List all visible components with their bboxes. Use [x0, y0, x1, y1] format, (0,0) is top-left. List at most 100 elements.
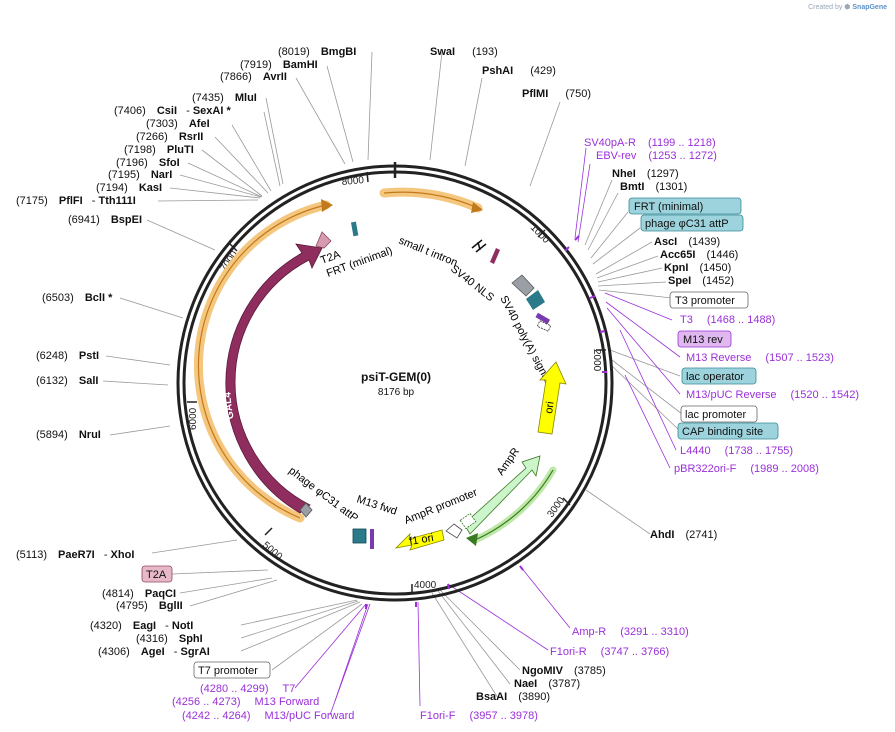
- site-pshai[interactable]: PshAI (429): [482, 65, 556, 77]
- svg-text:M13 rev: M13 rev: [683, 334, 723, 346]
- site-paer7i[interactable]: (5113) PaeR7I - XhoI: [16, 549, 134, 561]
- site-bcli[interactable]: (6503) BclI *: [42, 292, 113, 304]
- site-nari[interactable]: (7195) NarI: [108, 169, 172, 181]
- phage-attp-small-feature[interactable]: [299, 502, 313, 518]
- site-avrii[interactable]: (7866) AvrII: [220, 71, 287, 83]
- site-pflmi[interactable]: PflMI (750): [522, 88, 591, 100]
- site-nhei[interactable]: NheI (1297): [612, 168, 679, 180]
- sv40-polya-teal[interactable]: [526, 290, 545, 310]
- credit-brand: SnapGene: [852, 4, 887, 11]
- site-bsaai[interactable]: BsaAI (3890): [476, 691, 550, 703]
- svg-text:EBV-rev(1253 .. 1272): EBV-rev(1253 .. 1272): [596, 150, 717, 162]
- primer-amp-r[interactable]: Amp-R(3291 .. 3310): [572, 626, 689, 638]
- snapgene-credit: Created by ⬢ SnapGene: [808, 3, 887, 11]
- box-m13-rev[interactable]: M13 rev: [677, 330, 732, 348]
- svg-text:(6132) SalI: (6132) SalI: [36, 375, 98, 387]
- primer-m13puc-reverse[interactable]: M13/pUC Reverse(1520 .. 1542): [686, 389, 859, 401]
- primer-t3[interactable]: T3(1468 .. 1488): [680, 314, 775, 326]
- tick-6000: 6000: [187, 401, 199, 430]
- site-nrui[interactable]: (5894) NruI: [36, 429, 101, 441]
- primer-m13puc-forward[interactable]: (4242 .. 4264)M13/pUC Forward: [182, 710, 354, 722]
- primer-l4440[interactable]: L4440(1738 .. 1755): [680, 445, 793, 457]
- box-lac-promoter[interactable]: lac promoter: [680, 405, 758, 423]
- ampr-promoter-feature[interactable]: [445, 523, 463, 539]
- site-sphi[interactable]: (4316) SphI: [136, 633, 203, 645]
- orf-arc-left-core: [197, 204, 327, 519]
- site-pluti[interactable]: (7198) PluTI: [124, 144, 194, 156]
- svg-text:NheI (1297): NheI (1297): [612, 168, 679, 180]
- site-csii[interactable]: (7406) CsiI - SexAI *: [114, 105, 231, 117]
- primer-t7[interactable]: (4280 .. 4299)T7: [200, 683, 295, 695]
- primer-labels: SV40pA-R(1199 .. 1218) EBV-rev(1253 .. 1…: [172, 137, 859, 722]
- sv40-nls-label: SV40 NLS: [448, 263, 496, 304]
- site-naei[interactable]: NaeI (3787): [514, 678, 580, 690]
- box-lac-operator[interactable]: lac operator: [681, 367, 757, 385]
- site-bmti[interactable]: BmtI (1301): [620, 181, 687, 193]
- svg-text:(7195) NarI: (7195) NarI: [108, 169, 172, 181]
- ampr-label: AmpR: [495, 446, 522, 478]
- svg-text:(4242 .. 4264)M13/pUC Forward: (4242 .. 4264)M13/pUC Forward: [182, 710, 354, 722]
- sv40-polya-hatched[interactable]: [536, 320, 552, 332]
- sv40-polya-feature[interactable]: [511, 274, 535, 297]
- connector-lines: [102, 51, 683, 716]
- site-ahdi[interactable]: AhdI (2741): [650, 529, 717, 541]
- svg-text:(7919) BamHI: (7919) BamHI: [240, 59, 318, 71]
- site-rsrii[interactable]: (7266) RsrII: [136, 131, 203, 143]
- site-eagi[interactable]: (4320) EagI - NotI: [90, 620, 193, 632]
- small-t-intron-marker[interactable]: [471, 239, 487, 253]
- phage-attp-feature[interactable]: [352, 528, 367, 544]
- orf-arc-top-core: [383, 191, 479, 209]
- ampr-feature[interactable]: [463, 455, 541, 535]
- tick-8000: 8000: [341, 171, 369, 188]
- box-phage-attp[interactable]: phage φC31 attP: [640, 214, 744, 232]
- site-kpni[interactable]: KpnI (1450): [664, 262, 731, 274]
- site-ngomiv[interactable]: NgoMIV (3785): [522, 665, 606, 677]
- site-sfoi[interactable]: (7196) SfoI: [116, 157, 180, 169]
- site-kasi[interactable]: (7194) KasI: [96, 182, 162, 194]
- svg-text:(5113) PaeR7I - XhoI: (5113) PaeR7I - XhoI: [16, 549, 134, 561]
- svg-text:F1ori-F(3957 .. 3978): F1ori-F(3957 .. 3978): [420, 710, 538, 722]
- svg-text:phage φC31 attP: phage φC31 attP: [645, 218, 729, 230]
- ori-feature[interactable]: [537, 361, 567, 435]
- site-agei[interactable]: (4306) AgeI - SgrAI: [98, 646, 210, 658]
- site-sali[interactable]: (6132) SalI: [36, 375, 98, 387]
- site-afei[interactable]: (7303) AfeI: [146, 118, 210, 130]
- site-spei[interactable]: SpeI (1452): [668, 275, 734, 287]
- primer-m13-reverse[interactable]: M13 Reverse(1507 .. 1523): [686, 352, 834, 364]
- f1-ori-label: f1 ori: [408, 532, 434, 548]
- site-psti[interactable]: (6248) PstI: [36, 350, 99, 362]
- f1-ori-feature[interactable]: [394, 529, 445, 551]
- site-bspei[interactable]: (6941) BspEI: [68, 214, 142, 226]
- site-acc65i[interactable]: Acc65I (1446): [660, 249, 738, 261]
- primer-pbr322ori-f[interactable]: pBR322ori-F(1989 .. 2008): [674, 463, 819, 475]
- credit-prefix: Created by: [808, 4, 843, 11]
- site-paqci[interactable]: (4814) PaqCI: [102, 588, 176, 600]
- svg-text:(4795) BglII: (4795) BglII: [116, 600, 183, 612]
- site-mlui[interactable]: (7435) MluI: [192, 92, 257, 104]
- box-cap-binding-site[interactable]: CAP binding site: [677, 422, 779, 440]
- primer-sv40pa-r[interactable]: SV40pA-R(1199 .. 1218): [584, 137, 716, 149]
- t2a-feature[interactable]: [315, 231, 332, 249]
- box-frt-minimal[interactable]: FRT (minimal): [628, 197, 742, 215]
- gal4-feature[interactable]: [225, 243, 323, 514]
- m13-fwd-feature[interactable]: [370, 529, 374, 549]
- sv40-polya-purple[interactable]: [535, 312, 551, 325]
- box-t3-promoter[interactable]: T3 promoter: [669, 291, 749, 309]
- svg-text:(4306) AgeI - SgrAI: (4306) AgeI - SgrAI: [98, 646, 210, 658]
- tick-label-2000: 2000: [591, 349, 602, 372]
- sv40-nls-feature[interactable]: [490, 248, 500, 264]
- box-t2a[interactable]: T2A: [141, 565, 173, 583]
- primer-f1ori-r[interactable]: F1ori-R(3747 .. 3766): [550, 646, 669, 658]
- site-pflfi[interactable]: (7175) PflFI - Tth111I: [16, 195, 136, 207]
- primer-ebv-rev[interactable]: EBV-rev(1253 .. 1272): [596, 150, 717, 162]
- primer-m13-forward[interactable]: (4256 .. 4273)M13 Forward: [172, 696, 319, 708]
- frt-minimal-feature[interactable]: [350, 221, 359, 237]
- site-asci[interactable]: AscI (1439): [654, 236, 720, 248]
- site-bamhi[interactable]: (7919) BamHI: [240, 59, 318, 71]
- site-bmgbi[interactable]: (8019) BmgBI: [278, 46, 356, 58]
- site-bglii[interactable]: (4795) BglII: [116, 600, 183, 612]
- box-t7-promoter[interactable]: T7 promoter: [193, 661, 271, 679]
- primer-f1ori-f[interactable]: F1ori-F(3957 .. 3978): [420, 710, 538, 722]
- site-swai[interactable]: SwaI (193): [430, 46, 498, 58]
